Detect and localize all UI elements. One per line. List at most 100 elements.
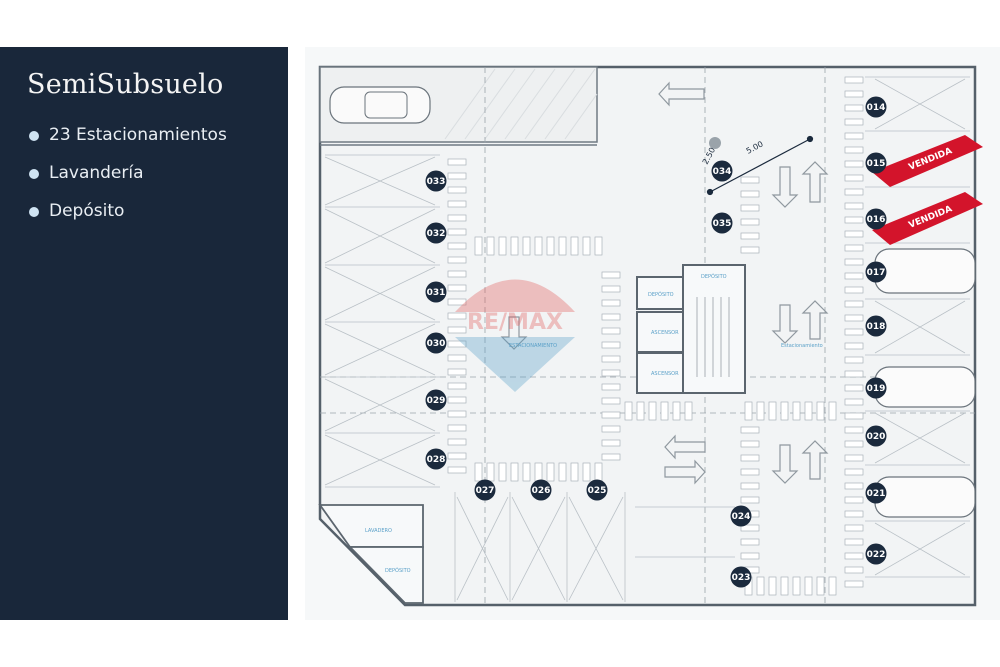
parking-spot-028[interactable]: 028 bbox=[425, 448, 447, 470]
spot-number: 028 bbox=[427, 455, 446, 465]
parking-spot-024[interactable]: 024 bbox=[730, 505, 752, 527]
spot-badge bbox=[586, 479, 608, 501]
parking-spot-018[interactable]: 018 bbox=[865, 315, 887, 337]
parking-spot-027[interactable]: 027 bbox=[474, 479, 496, 501]
spot-badge bbox=[865, 482, 887, 504]
spot-badge bbox=[865, 208, 887, 230]
spot-number: 023 bbox=[732, 573, 751, 583]
feature-list: 23 Estacionamientos Lavandería Depósito bbox=[27, 125, 227, 239]
dimension-marker bbox=[706, 135, 814, 196]
spot-badge bbox=[865, 315, 887, 337]
panel-title: SemiSubsuelo bbox=[27, 69, 224, 100]
spot-number: 026 bbox=[532, 486, 551, 496]
spot-badge bbox=[730, 505, 752, 527]
feature-item: Depósito bbox=[27, 201, 227, 239]
bullet-icon bbox=[29, 207, 39, 217]
bullet-icon bbox=[29, 131, 39, 141]
stair-core bbox=[682, 264, 746, 394]
spot-number: 016 bbox=[867, 215, 886, 225]
parking-spot-020[interactable]: 020 bbox=[865, 425, 887, 447]
room-label-estacionamiento: ESTACIONAMIENTO bbox=[509, 343, 557, 349]
spot-number: 014 bbox=[867, 103, 886, 113]
spot-badge bbox=[865, 543, 887, 565]
spot-number: 029 bbox=[427, 396, 446, 406]
room-label-deposito-small: DEPÓSITO bbox=[648, 291, 674, 298]
spot-badge bbox=[865, 425, 887, 447]
car-icon bbox=[874, 366, 976, 408]
spot-badge bbox=[711, 160, 733, 182]
room-label-estacionamiento-right: Estacionamiento bbox=[781, 343, 823, 349]
parking-spot-032[interactable]: 032 bbox=[425, 222, 447, 244]
car-icon bbox=[329, 86, 431, 124]
info-panel: SemiSubsuelo 23 Estacionamientos Lavande… bbox=[0, 47, 288, 620]
parking-spot-019[interactable]: 019 bbox=[865, 377, 887, 399]
spot-number: 027 bbox=[476, 486, 495, 496]
feature-label: Lavandería bbox=[49, 163, 144, 183]
feature-label: Depósito bbox=[49, 201, 125, 221]
spot-badge bbox=[530, 479, 552, 501]
parking-spot-034[interactable]: 034 bbox=[711, 160, 733, 182]
spot-badge bbox=[425, 389, 447, 411]
spot-number: 034 bbox=[713, 167, 732, 177]
arrow-down-icon bbox=[771, 166, 799, 208]
room-label-ascensor: ASCENSOR bbox=[651, 371, 679, 377]
floor-plan-drawing: 2.50 5.00 RE/MAX DEPÓSITO DEPÓSITO ASCEN… bbox=[305, 47, 1000, 620]
spot-badge bbox=[425, 281, 447, 303]
floor-plan: 2.50 5.00 RE/MAX DEPÓSITO DEPÓSITO ASCEN… bbox=[305, 47, 1000, 620]
spot-number: 024 bbox=[732, 512, 751, 522]
parking-spot-033[interactable]: 033 bbox=[425, 170, 447, 192]
spot-badge bbox=[474, 479, 496, 501]
parking-spot-035[interactable]: 035 bbox=[711, 212, 733, 234]
arrow-up-icon bbox=[801, 161, 829, 203]
spot-badge bbox=[865, 261, 887, 283]
spot-badge bbox=[425, 222, 447, 244]
car-icon bbox=[874, 248, 976, 294]
spot-number: 022 bbox=[867, 550, 886, 560]
spot-badge bbox=[865, 377, 887, 399]
feature-item: Lavandería bbox=[27, 163, 227, 201]
arrow-up-icon bbox=[801, 300, 829, 340]
parking-spot-031[interactable]: 031 bbox=[425, 281, 447, 303]
arrow-left-icon bbox=[658, 81, 705, 107]
bullet-icon bbox=[29, 169, 39, 179]
parking-spot-023[interactable]: 023 bbox=[730, 566, 752, 588]
watermark-text: RE/MAX bbox=[467, 310, 563, 335]
parking-spot-016[interactable]: 016 bbox=[865, 208, 887, 230]
spot-number: 032 bbox=[427, 229, 446, 239]
watermark-logo: RE/MAX bbox=[455, 279, 575, 392]
spot-number: 033 bbox=[427, 177, 446, 187]
parking-spot-017[interactable]: 017 bbox=[865, 261, 887, 283]
spot-badge bbox=[425, 448, 447, 470]
parking-spot-029[interactable]: 029 bbox=[425, 389, 447, 411]
parking-spot-021[interactable]: 021 bbox=[865, 482, 887, 504]
spot-badge bbox=[865, 152, 887, 174]
parking-spot-022[interactable]: 022 bbox=[865, 543, 887, 565]
spot-number: 031 bbox=[427, 288, 446, 298]
room-label-deposito-bottom: DEPÓSITO bbox=[385, 567, 411, 574]
spot-badge bbox=[730, 566, 752, 588]
arrow-down-icon bbox=[771, 444, 799, 484]
room-label-deposito: DEPÓSITO bbox=[701, 273, 727, 280]
parking-spot-014[interactable]: 014 bbox=[865, 96, 887, 118]
feature-item: 23 Estacionamientos bbox=[27, 125, 227, 163]
spot-number: 018 bbox=[867, 322, 886, 332]
spot-number: 017 bbox=[867, 268, 886, 278]
spot-number: 015 bbox=[867, 159, 886, 169]
spot-number: 035 bbox=[713, 219, 732, 229]
spot-number: 021 bbox=[867, 489, 886, 499]
spot-number: 020 bbox=[867, 432, 886, 442]
spot-badge bbox=[865, 96, 887, 118]
arrow-right-icon bbox=[664, 459, 706, 485]
spot-badge bbox=[425, 332, 447, 354]
spot-badge bbox=[711, 212, 733, 234]
parking-spot-015[interactable]: 015 bbox=[865, 152, 887, 174]
spot-number: 025 bbox=[588, 486, 607, 496]
arrow-down-icon bbox=[500, 316, 528, 350]
room-label-ascensor: ASCENSOR bbox=[651, 330, 679, 336]
parking-spot-030[interactable]: 030 bbox=[425, 332, 447, 354]
room-label-lavadero: LAVADERO bbox=[365, 528, 392, 534]
parking-spot-026[interactable]: 026 bbox=[530, 479, 552, 501]
arrow-up-icon bbox=[801, 440, 829, 480]
deposito-room-bottom bbox=[347, 546, 424, 604]
parking-spot-025[interactable]: 025 bbox=[586, 479, 608, 501]
